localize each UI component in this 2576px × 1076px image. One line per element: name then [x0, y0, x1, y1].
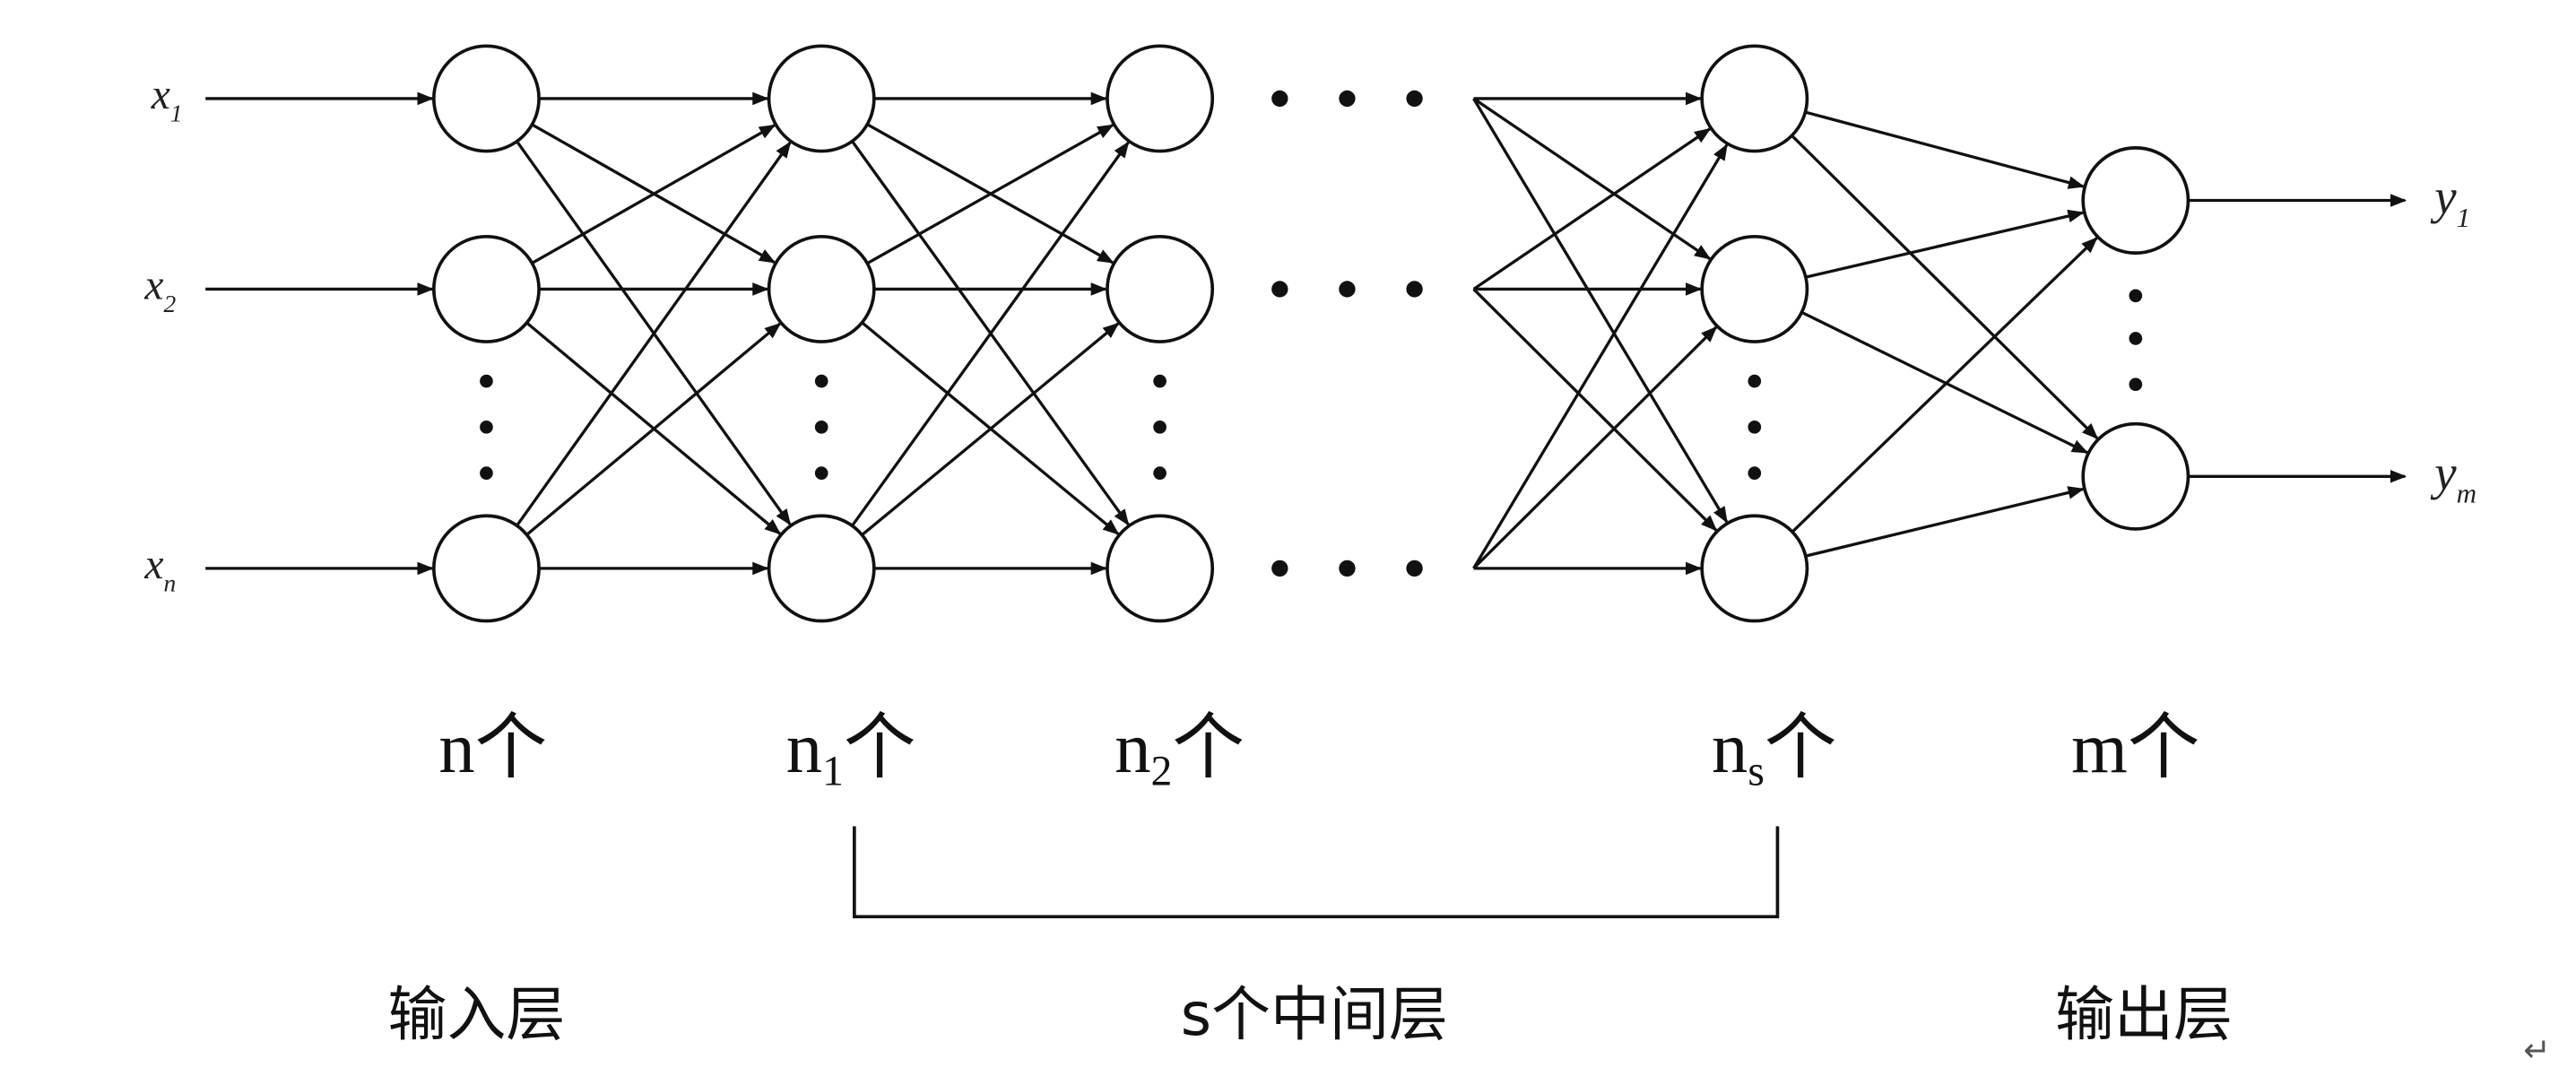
connection-arrow	[1791, 237, 2098, 534]
neuron-layer-3	[1700, 234, 1809, 343]
vertical-ellipsis-dot	[480, 466, 493, 480]
layer-count-hidden-2: n2个	[1115, 708, 1245, 795]
ellipsis-dots	[480, 90, 2143, 577]
horizontal-ellipsis-dot	[1406, 560, 1423, 577]
connection-arrow	[1472, 98, 1729, 524]
output-layer-label: 输出层	[2055, 980, 2233, 1049]
connection-arrow	[851, 141, 1130, 527]
connections	[205, 91, 2407, 576]
connection-arrow	[531, 124, 776, 265]
vertical-ellipsis-dot	[1748, 374, 1762, 388]
neuron-layer-2	[1106, 44, 1215, 153]
output-labels: y1 ym	[2430, 169, 2476, 508]
vertical-ellipsis-dot	[1153, 374, 1167, 388]
hidden-layers-bracket	[853, 826, 1780, 919]
horizontal-ellipsis-dot	[1271, 560, 1288, 577]
connection-arrow	[1800, 310, 2089, 455]
neuron-output	[2081, 421, 2190, 531]
horizontal-ellipsis-dot	[1339, 90, 1356, 108]
vertical-ellipsis-dot	[480, 421, 493, 434]
neuron-layer-1	[767, 234, 876, 343]
vertical-ellipsis-dot	[480, 374, 493, 388]
vertical-ellipsis-dot	[2129, 289, 2143, 303]
neurons	[431, 44, 2190, 623]
layer-count-hidden-1: n1个	[786, 708, 916, 795]
connection-arrow	[861, 322, 1120, 536]
vertical-ellipsis-dot	[1748, 466, 1762, 480]
vertical-ellipsis-dot	[2129, 332, 2143, 345]
hidden-layers-label: s个中间层	[1181, 980, 1448, 1049]
horizontal-ellipsis-dot	[1271, 90, 1288, 108]
connection-arrow	[1791, 134, 2099, 440]
vertical-ellipsis-dot	[814, 466, 828, 480]
vertical-ellipsis-dot	[1153, 466, 1167, 480]
neuron-layer-3	[1700, 514, 1809, 623]
connection-arrow	[1805, 486, 2085, 558]
horizontal-ellipsis-dot	[1339, 560, 1356, 577]
vertical-ellipsis-dot	[814, 374, 828, 388]
connection-arrow	[1805, 209, 2085, 279]
neuron-output	[2081, 146, 2190, 255]
neuron-layer-0	[431, 234, 541, 343]
connection-arrow	[1472, 127, 1712, 291]
connection-arrow	[1472, 143, 1729, 569]
vertical-ellipsis-dot	[1748, 421, 1762, 434]
input-label: xn	[143, 542, 176, 597]
vertical-ellipsis-dot	[814, 421, 828, 434]
layer-count-input: n个	[438, 708, 547, 788]
horizontal-ellipsis-dot	[1271, 281, 1288, 298]
connection-arrow	[1472, 325, 1718, 570]
vertical-ellipsis-dot	[1153, 421, 1167, 434]
input-label: x2	[143, 262, 176, 317]
return-mark: ↵	[2523, 1031, 2551, 1070]
connection-arrow	[1805, 110, 2086, 189]
neuron-layer-0	[431, 514, 541, 623]
neuron-layer-2	[1106, 234, 1215, 343]
horizontal-ellipsis-dot	[1339, 281, 1356, 298]
connection-arrow	[1472, 288, 1718, 532]
neuron-layer-3	[1700, 44, 1809, 153]
input-layer-label: 输入层	[388, 980, 566, 1049]
neuron-layer-1	[767, 514, 876, 623]
input-labels: x1 x2 xn	[143, 72, 182, 597]
output-label: y1	[2430, 169, 2470, 233]
connection-arrow	[516, 141, 792, 527]
horizontal-ellipsis-dot	[1406, 281, 1423, 298]
layer-count-hidden-s: ns个	[1712, 708, 1836, 795]
output-label: ym	[2430, 446, 2476, 509]
neuron-layer-2	[1106, 514, 1215, 623]
layer-count-output: m个	[2071, 708, 2199, 788]
connection-arrow	[1472, 97, 1712, 260]
neuron-layer-1	[767, 44, 876, 153]
neuron-layer-0	[431, 44, 541, 153]
connection-arrow	[525, 322, 782, 536]
group-labels: 输入层 s个中间层 输出层	[388, 980, 2233, 1049]
connection-arrow	[866, 124, 1115, 265]
vertical-ellipsis-dot	[2129, 377, 2143, 392]
horizontal-ellipsis-dot	[1406, 90, 1423, 108]
layer-counts: n个 n1个 n2个 ns个 m个	[438, 708, 2199, 795]
input-label: x1	[151, 72, 183, 127]
